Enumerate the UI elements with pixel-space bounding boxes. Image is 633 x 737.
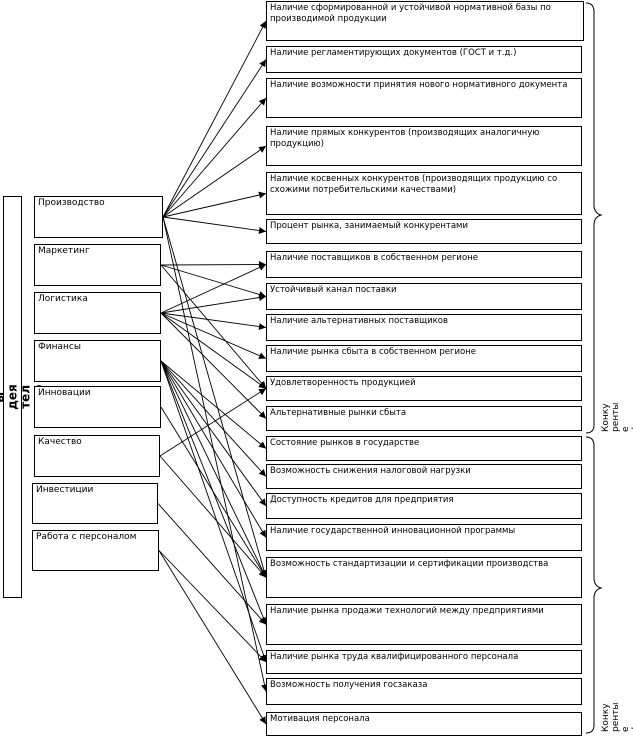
arrow-7-to-20 (158, 550, 267, 725)
arrow-2-to-9 (160, 312, 267, 359)
competitive-factor-12: Состояние рынков в государстве (266, 436, 582, 461)
competitive-factor-14: Доступность кредитов для предприятия (266, 493, 582, 519)
competitive-factor-17: Наличие рынка продажи технологий между п… (266, 604, 582, 645)
arrow-3-to-18 (160, 360, 267, 663)
arrow-0-to-0 (162, 20, 267, 218)
competitive-factor-18: Наличие рынка труда квалифицированного п… (266, 650, 582, 674)
arrow-5-to-10 (159, 388, 267, 457)
indirect-factors-brace (585, 436, 603, 734)
arrow-3-to-15 (160, 360, 267, 538)
arrow-4-to-16 (160, 406, 267, 578)
arrow-1-to-6 (160, 261, 267, 269)
competitive-factor-11: Альтернативные рынки сбыта (266, 406, 582, 431)
activity-sphere-3: Финансы (34, 340, 161, 382)
arrow-5-to-16 (159, 455, 267, 578)
arrow-2-to-8 (160, 312, 267, 331)
activity-sphere-4: Инновации (34, 386, 161, 428)
competitive-factor-5: Процент рынка, занимаемый конкурентами (266, 219, 582, 244)
arrow-1-to-10 (160, 264, 267, 389)
arrow-2-to-11 (160, 312, 267, 419)
activity-sphere-2: Логистика (34, 292, 161, 334)
arrow-3-to-12 (160, 360, 267, 449)
activity-sphere-7: Работа с персоналом (32, 530, 159, 571)
competitive-factor-10: Удовлетворенность продукцией (266, 376, 582, 401)
arrow-2-to-6 (160, 264, 267, 314)
direct-factors-label: Конку ренты е факто ры прямо го возде йс… (601, 402, 633, 432)
arrow-0-to-2 (162, 97, 267, 218)
competitive-factor-0: Наличие сформированной и устойчивой норм… (266, 1, 584, 41)
arrow-2-to-7 (160, 294, 267, 314)
competitive-factor-6: Наличие поставщиков в собственном регион… (266, 251, 582, 278)
competitive-factor-20: Мотивация персонала (266, 712, 582, 736)
arrow-3-to-14 (160, 360, 267, 507)
activity-sphere-5: Качество (34, 435, 160, 477)
activity-sphere-1: Маркетинг (34, 244, 161, 286)
competitive-factor-16: Возможность стандартизации и сертификаци… (266, 557, 582, 598)
competitive-factor-19: Возможность получения госзаказа (266, 678, 582, 705)
arrow-7-to-18 (158, 550, 267, 663)
arrow-3-to-13 (160, 360, 267, 477)
arrow-1-to-7 (160, 264, 267, 298)
competitive-factor-4: Наличие косвенных конкурентов (производя… (266, 172, 582, 215)
competitive-factor-8: Наличие альтернативных поставщиков (266, 314, 582, 341)
arrow-0-to-5 (162, 216, 267, 234)
competitive-factor-2: Наличие возможности принятия нового норм… (266, 78, 582, 118)
arrow-0-to-16 (162, 216, 268, 578)
arrow-6-to-17 (157, 503, 267, 625)
competitive-factor-13: Возможность снижения налоговой нагрузки (266, 464, 582, 489)
arrow-0-to-4 (162, 191, 267, 218)
direct-factors-brace (585, 2, 603, 434)
activity-sphere-6: Инвестиции (32, 483, 158, 524)
activity-spheres-label: Сф ер ы дея тел ьно сти (0, 196, 58, 598)
competitive-factor-7: Устойчивый канал поставки (266, 283, 582, 310)
arrow-2-to-10 (160, 312, 267, 389)
competitive-factor-3: Наличие прямых конкурентов (производящих… (266, 126, 582, 166)
indirect-factors-label: Конку ренты е факто ры косве нного возде… (601, 702, 633, 732)
competitive-factor-9: Наличие рынка сбыта в собственном регион… (266, 345, 582, 372)
arrow-0-to-1 (162, 59, 267, 218)
activity-sphere-0: Производство (34, 196, 163, 238)
arrow-0-to-3 (162, 145, 267, 218)
arrow-3-to-16 (160, 360, 267, 578)
competitive-factor-1: Наличие регламентирующих документов (ГОС… (266, 46, 582, 73)
competitive-factor-15: Наличие государственной инновационной пр… (266, 524, 582, 551)
